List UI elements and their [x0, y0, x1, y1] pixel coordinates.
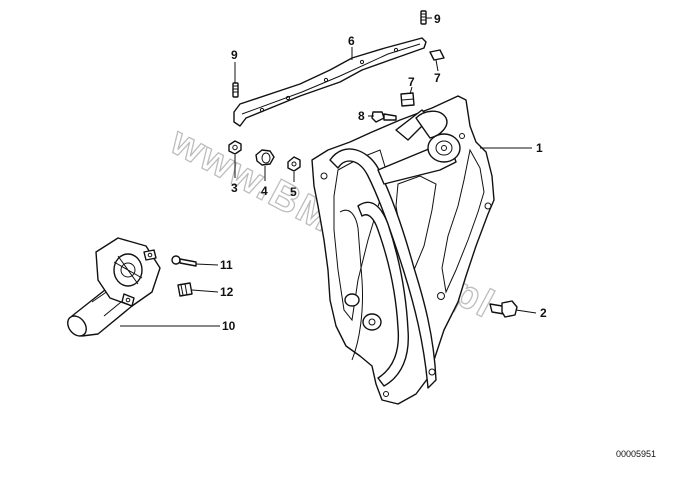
screw-part-8: [371, 111, 397, 123]
callout-3: 3: [231, 181, 238, 195]
callout-9-left: 9: [231, 48, 238, 62]
callout-numbers: 1 2 3 4 5 6 7 7 8 9 9 10 11 12: [220, 12, 547, 333]
window-regulator-part-1: [311, 95, 495, 405]
callout-1: 1: [536, 141, 543, 155]
nut-part-4: [255, 149, 275, 166]
nut-part-3: [228, 140, 242, 155]
stud-part-9-left: [232, 82, 239, 98]
callout-10: 10: [222, 319, 236, 333]
guide-rail-part-6: [233, 37, 427, 127]
nut-part-5: [287, 156, 301, 172]
stud-part-9-right: [420, 10, 427, 25]
callout-8: 8: [358, 109, 365, 123]
callout-7-upper: 7: [408, 75, 415, 89]
bolt-part-2: [489, 300, 518, 318]
diagram-code: 00005951: [616, 449, 656, 459]
sleeve-part-12: [177, 282, 193, 297]
callout-6: 6: [348, 34, 355, 48]
clip-part-7-top: [429, 49, 445, 61]
callout-2: 2: [540, 306, 547, 320]
callout-9-right: 9: [434, 12, 441, 26]
leader-lines: [120, 17, 537, 327]
window-motor-part-10: [67, 237, 161, 337]
clip-part-7-mid: [400, 92, 415, 107]
callout-12: 12: [220, 285, 234, 299]
callout-4: 4: [261, 184, 268, 198]
callout-7-lower: 7: [434, 71, 441, 85]
screw-part-11: [171, 255, 197, 267]
callout-5: 5: [290, 185, 297, 199]
callout-11: 11: [220, 258, 233, 272]
